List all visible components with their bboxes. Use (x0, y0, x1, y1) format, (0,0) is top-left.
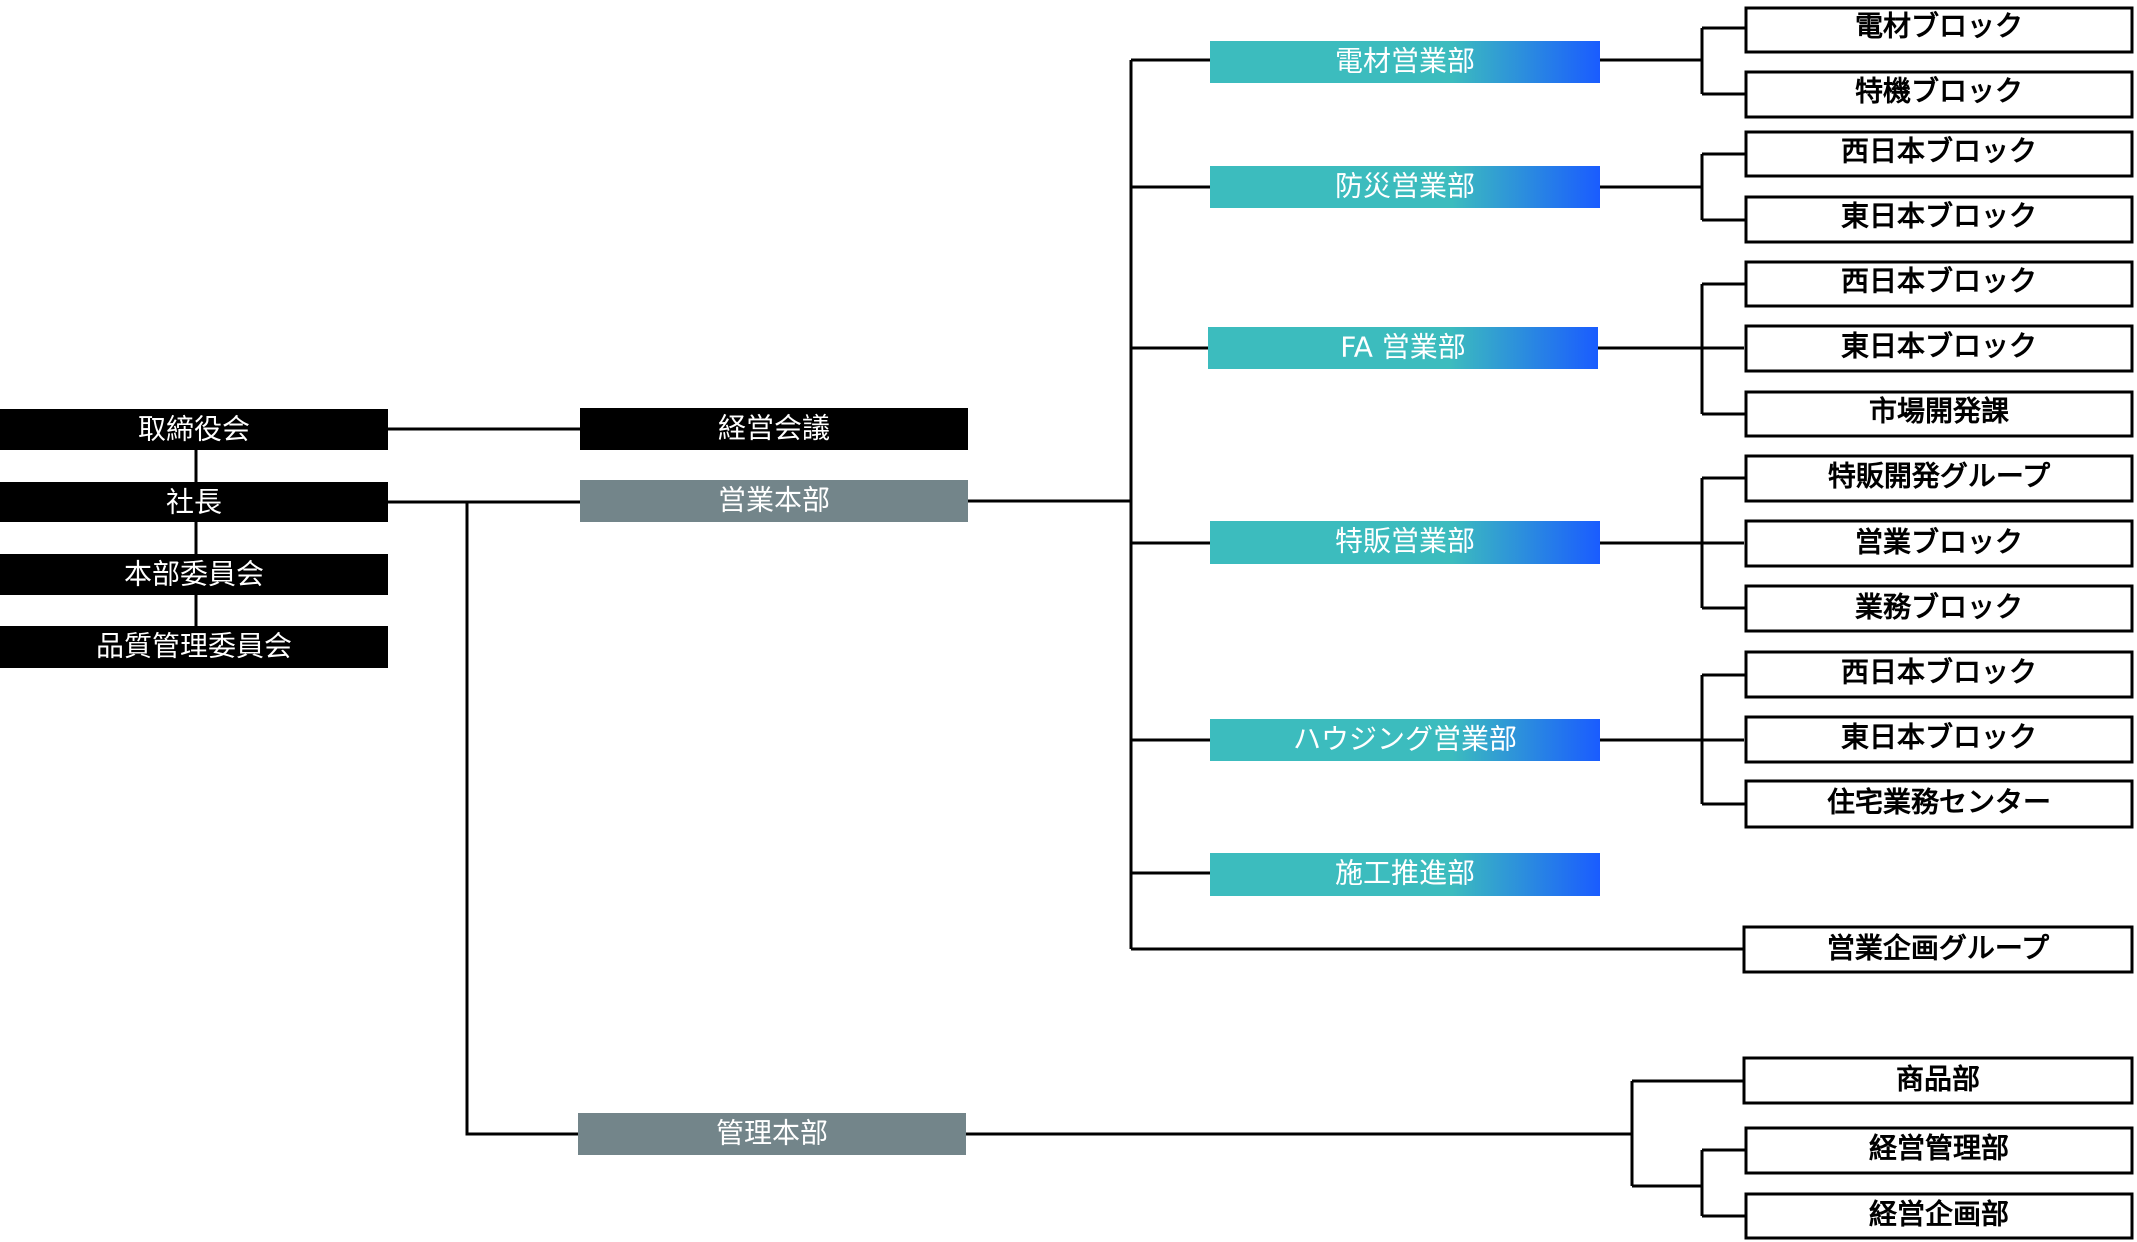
sales-hq-label: 営業本部 (718, 484, 830, 517)
unit-label: 経営管理部 (1869, 1132, 2009, 1165)
unit-label: 経営企画部 (1869, 1198, 2009, 1231)
board-box: 取締役会 (0, 409, 388, 450)
unit-label: 西日本ブロック (1841, 135, 2037, 168)
hq-committee-box: 本部委員会 (0, 554, 388, 595)
unit-box (1744, 130, 2134, 178)
unit-label: 東日本ブロック (1841, 200, 2037, 233)
units (1742, 6, 2134, 1240)
headquarters: 営業本部 管理本部 (578, 480, 968, 1155)
unit-box (1744, 715, 2134, 764)
president-box: 社長 (0, 482, 388, 522)
admin-hq-label: 管理本部 (716, 1117, 828, 1150)
admin-hq-box: 管理本部 (578, 1113, 966, 1155)
unit-box (1744, 260, 2134, 308)
unit-box (1744, 195, 2134, 244)
dept-label: 特販営業部 (1335, 525, 1475, 558)
management-meeting-label: 経営会議 (718, 412, 830, 445)
dept-label: 施工推進部 (1335, 857, 1475, 890)
sales-hq-box: 営業本部 (580, 480, 968, 522)
quality-committee-box: 品質管理委員会 (0, 626, 388, 668)
connector-president-admin (465, 502, 578, 1136)
board-label: 取締役会 (138, 413, 250, 446)
departments: 電材営業部 防災営業部 FA 営業部 特販営業部 ハウジング営業部 施工推進部 (1208, 41, 1600, 896)
dept-box: 特販営業部 (1210, 521, 1600, 564)
unit-box (1744, 70, 2134, 119)
unit-label: 西日本ブロック (1841, 265, 2037, 298)
unit-label: 電材ブロック (1855, 10, 2023, 43)
unit-box (1744, 519, 2134, 568)
quality-committee-label: 品質管理委員会 (96, 630, 292, 663)
dept-box: ハウジング営業部 (1210, 719, 1600, 761)
unit-label: 東日本ブロック (1841, 721, 2037, 754)
dept-label: 電材営業部 (1335, 45, 1475, 78)
president-label: 社長 (166, 486, 222, 519)
unit-box (1742, 1056, 2134, 1105)
unit-label: 特販開発グループ (1828, 460, 2051, 493)
unit-label: 東日本ブロック (1841, 330, 2037, 363)
dept-box: 電材営業部 (1210, 41, 1600, 83)
unit-box (1744, 1126, 2134, 1175)
unit-box (1744, 1192, 2134, 1240)
unit-box (1744, 454, 2134, 503)
unit-label: 商品部 (1896, 1063, 1980, 1096)
dept-label: ハウジング営業部 (1293, 723, 1517, 756)
dept-label: 防災営業部 (1335, 170, 1475, 203)
unit-box (1744, 390, 2134, 438)
executive-column: 取締役会 社長 本部委員会 品質管理委員会 経営会議 (0, 408, 968, 668)
unit-label: 営業ブロック (1855, 526, 2023, 559)
connector-lines (194, 26, 1746, 1218)
unit-box (1744, 779, 2134, 829)
unit-label: 住宅業務センター (1827, 786, 2051, 819)
dept-label: FA 営業部 (1340, 331, 1466, 364)
unit-label: 西日本ブロック (1841, 656, 2037, 689)
unit-box (1744, 6, 2134, 54)
hq-committee-label: 本部委員会 (124, 558, 264, 591)
unit-box (1744, 324, 2134, 373)
unit-label: 業務ブロック (1855, 591, 2023, 624)
dept-box: 防災営業部 (1210, 166, 1600, 208)
planning-group-box (1742, 925, 2134, 974)
unit-label: 特機ブロック (1855, 75, 2023, 108)
unit-box (1744, 650, 2134, 699)
unit-box (1744, 584, 2134, 633)
unit-label: 市場開発課 (1869, 395, 2010, 428)
unit-labels: 電材ブロック 特機ブロック 西日本ブロック 東日本ブロック 西日本ブロック 東日… (1827, 10, 2051, 1231)
management-meeting-box: 経営会議 (580, 408, 968, 450)
planning-group-label: 営業企画グループ (1827, 932, 2050, 965)
dept-box: FA 営業部 (1208, 327, 1598, 369)
dept-box: 施工推進部 (1210, 853, 1600, 896)
